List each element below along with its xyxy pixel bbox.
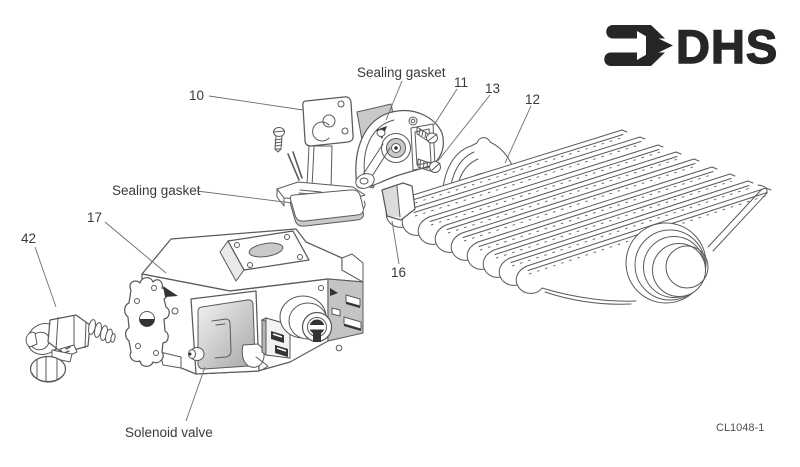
elbow-hex-nut <box>47 314 91 354</box>
logo-text: DHS <box>676 20 778 73</box>
leader-line-solenoid-valve <box>185 366 206 422</box>
leader-line-sealing-gasket-lower <box>196 190 293 204</box>
inlet-elbow <box>25 314 116 383</box>
valve-top-plate <box>219 230 310 282</box>
dhs-logo: DHS <box>604 19 778 74</box>
callout-42: 42 <box>21 231 36 246</box>
callout-labels: 10 Sealing gasket 11 13 12 16 17 42 Seal… <box>21 65 540 440</box>
callout-solenoid-valve: Solenoid valve <box>125 425 213 440</box>
control-knob <box>279 295 333 343</box>
solenoid-valve <box>188 290 269 375</box>
bracket-column <box>306 145 333 190</box>
leader-line-sealing-gasket-upper <box>385 80 403 121</box>
valve-inlet-flange <box>124 277 182 369</box>
callout-11: 11 <box>454 75 468 90</box>
tray-bottom-edge <box>541 287 637 302</box>
insertion-marks <box>287 151 303 181</box>
burner-blade-bank <box>385 129 773 305</box>
leader-line-12 <box>504 105 532 164</box>
leader-line-13 <box>437 94 491 162</box>
leader-line-42 <box>34 246 57 308</box>
callout-13: 13 <box>485 81 500 96</box>
callout-sealing-gasket-upper: Sealing gasket <box>357 65 446 80</box>
leader-line-17 <box>104 221 167 274</box>
injector-housing <box>348 109 444 211</box>
tray-right-edge <box>707 184 768 252</box>
screw-13-upper <box>416 126 438 144</box>
leader-line-11 <box>433 88 458 126</box>
callout-12: 12 <box>525 92 540 107</box>
connector-block <box>260 317 292 359</box>
callout-17: 17 <box>87 210 102 225</box>
hose-barb <box>88 319 116 344</box>
arrow-right-icon <box>604 25 673 66</box>
drawing-number: CL1048-1 <box>716 422 764 434</box>
callout-sealing-gasket-lower: Sealing gasket <box>112 183 201 198</box>
gas-control-valve <box>124 228 364 375</box>
manifold-drum <box>625 222 709 304</box>
callout-10: 10 <box>189 88 204 103</box>
leader-lines <box>34 80 532 422</box>
sealing-gasket-lower <box>289 189 364 227</box>
deflector-bracket <box>381 182 416 221</box>
bracket-plate <box>302 96 354 147</box>
tray-bottom-edge-inner <box>544 291 632 305</box>
leader-line-16 <box>391 220 400 265</box>
leader-line-10 <box>208 95 304 111</box>
screw-13-lower <box>417 158 441 173</box>
bracket-screw <box>273 127 285 153</box>
callout-16: 16 <box>391 265 406 280</box>
